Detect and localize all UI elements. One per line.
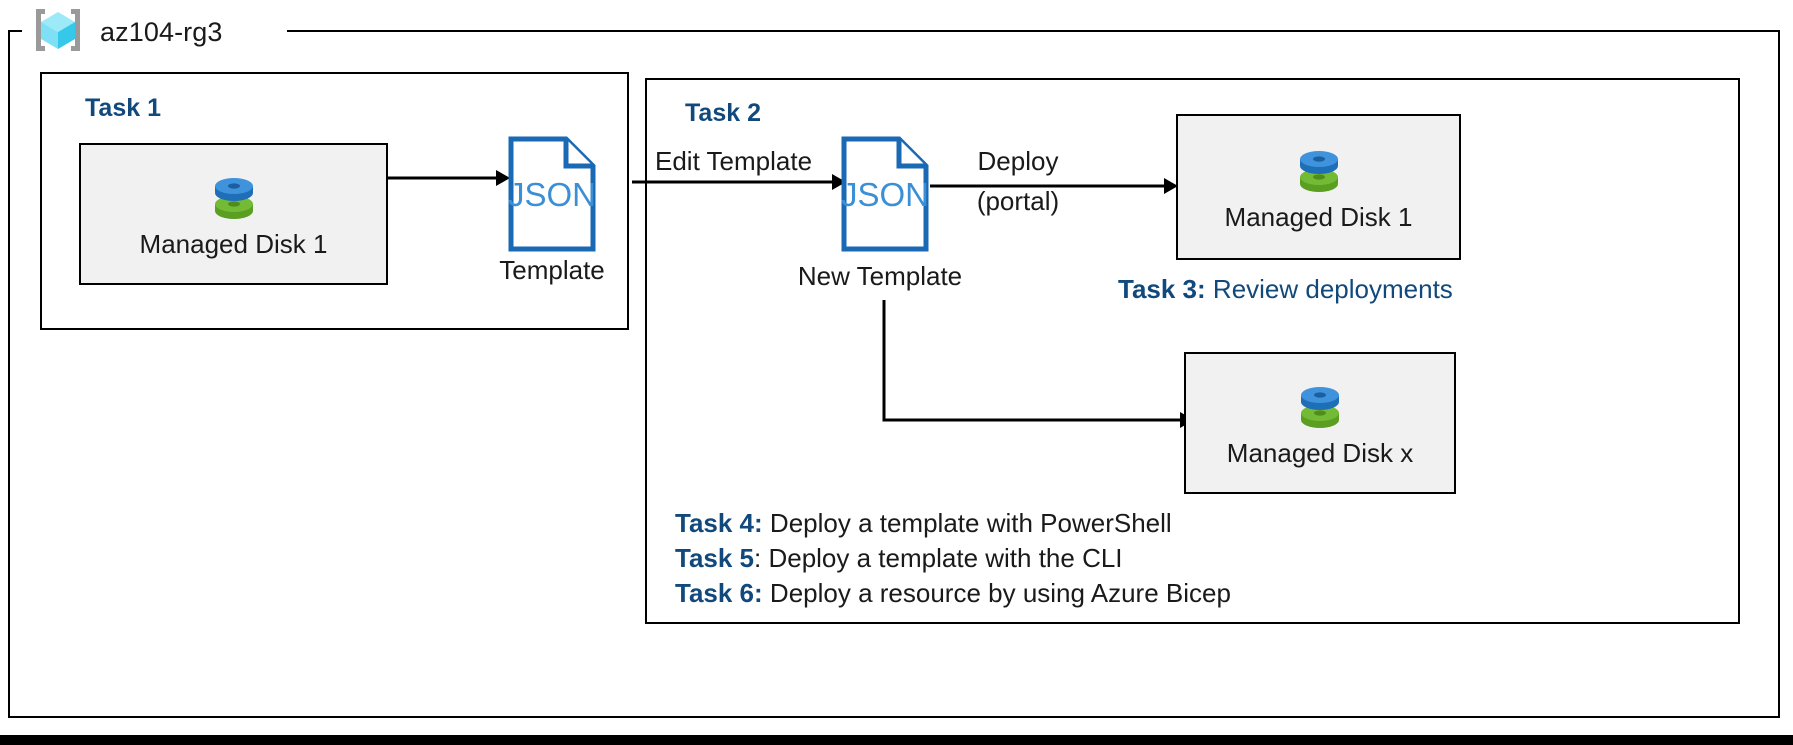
note-task-5-key: Task 5 — [675, 543, 755, 573]
managed-disk-icon — [1291, 142, 1347, 198]
connector-deploy-portal — [930, 176, 1180, 196]
resource-label: Managed Disk 1 — [1224, 201, 1413, 232]
note-task-3: Task 3: Review deployments — [1118, 272, 1453, 307]
template-caption: Template — [499, 255, 605, 285]
note-task-4-text: Deploy a template with PowerShell — [762, 508, 1172, 538]
resource-box-managed-disk-1-deployed: Managed Disk 1 — [1176, 114, 1461, 260]
new-template-caption: New Template — [797, 261, 963, 291]
edge-label-deploy: Deploy — [977, 146, 1059, 176]
note-task-3-key: Task 3: — [1118, 274, 1206, 304]
resource-label: Managed Disk 1 — [139, 228, 328, 259]
resource-group-name: az104-rg3 — [100, 16, 223, 47]
connector-edit-template — [632, 172, 847, 192]
note-task-6: Task 6: Deploy a resource by using Azure… — [675, 576, 1231, 611]
bottom-edge-strip — [0, 735, 1793, 745]
managed-disk-icon — [1292, 378, 1348, 434]
panel-task-1-title: Task 1 — [85, 94, 161, 122]
panel-task-2-title: Task 2 — [685, 99, 761, 127]
note-task-5: Task 5: Deploy a template with the CLI — [675, 541, 1123, 576]
note-task-3-text: Review deployments — [1205, 274, 1453, 304]
edge-label-portal: (portal) — [976, 186, 1060, 216]
azure-resource-group-cube-icon — [30, 5, 86, 60]
resource-label: Managed Disk x — [1226, 437, 1414, 468]
note-task-6-text: Deploy a resource by using Azure Bicep — [762, 578, 1231, 608]
json-file-icon-new-template: JSON — [841, 136, 929, 252]
resource-box-managed-disk-x: Managed Disk x — [1184, 352, 1456, 494]
svg-text:JSON: JSON — [508, 176, 596, 213]
json-file-icon-template: JSON — [508, 136, 596, 252]
connector-export-template — [388, 168, 510, 188]
panel-task-1: Task 1 — [40, 72, 629, 330]
edge-label-edit-template: Edit Template — [655, 146, 813, 176]
note-task-6-key: Task 6: — [675, 578, 763, 608]
panel-task-2: Task 2 — [645, 78, 1740, 624]
svg-text:JSON: JSON — [841, 176, 929, 213]
note-task-5-text: : Deploy a template with the CLI — [754, 543, 1123, 573]
connector-deploy-other — [880, 300, 1200, 430]
managed-disk-icon — [206, 169, 262, 225]
resource-box-managed-disk-1-source: Managed Disk 1 — [79, 143, 388, 285]
resource-group-header: az104-rg3 — [30, 4, 222, 60]
note-task-4: Task 4: Deploy a template with PowerShel… — [675, 506, 1172, 541]
resource-group-container — [8, 30, 1780, 718]
note-task-4-key: Task 4: — [675, 508, 763, 538]
